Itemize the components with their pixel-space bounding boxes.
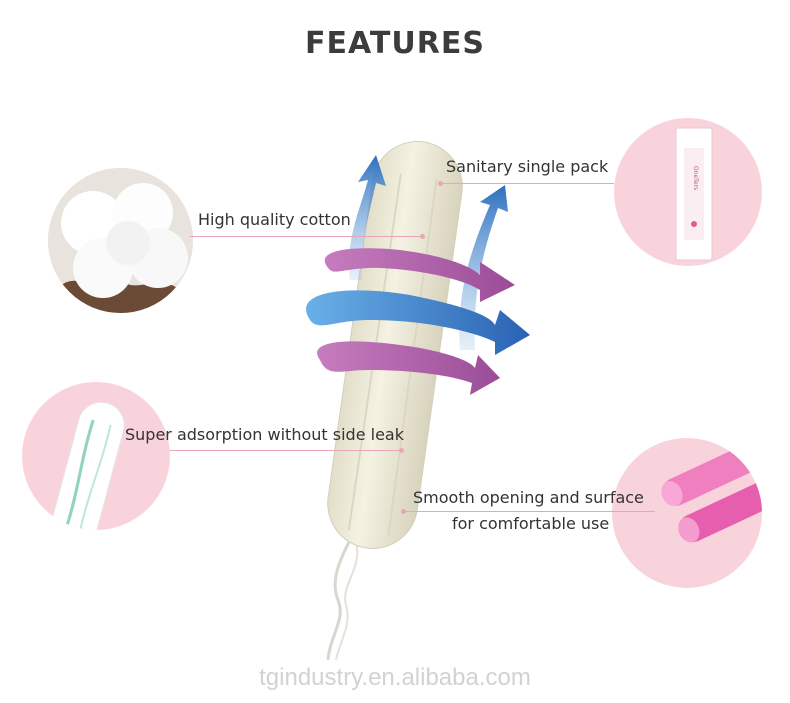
page-title: FEATURES [305, 26, 485, 61]
connector-dot-cotton [420, 234, 425, 239]
absorption-arrows-graphic [306, 155, 530, 395]
connector-dot-smooth [401, 509, 406, 514]
connector-line-absorption [170, 450, 400, 451]
absorption-image [50, 401, 125, 530]
tampon-string [326, 540, 359, 660]
applicator-image [661, 443, 762, 543]
connector-line-smooth [405, 511, 655, 512]
watermark-text: tgindustry.en.alibaba.com [259, 664, 531, 691]
cotton-photo-circle [48, 168, 193, 313]
single-pack-photo-circle: OneTers [614, 118, 762, 266]
feature-label-smooth-line2: for comfortable use [452, 514, 610, 533]
feature-label-smooth-line1: Smooth opening and surface [413, 488, 644, 507]
cotton-image [48, 168, 193, 313]
connector-line-cotton [190, 236, 420, 237]
absorption-photo-circle [22, 382, 170, 530]
connector-line-single-pack [442, 183, 614, 184]
connector-dot-single-pack [438, 181, 443, 186]
connector-dot-absorption [399, 448, 404, 453]
smooth-opening-photo-circle [612, 438, 762, 588]
single-pack-image: OneTers [675, 127, 713, 261]
feature-label-cotton: High quality cotton [198, 210, 351, 229]
feature-label-single-pack: Sanitary single pack [446, 157, 609, 176]
feature-label-absorption: Super adsorption without side leak [125, 425, 404, 444]
pack-brand-text: OneTers [692, 166, 699, 190]
